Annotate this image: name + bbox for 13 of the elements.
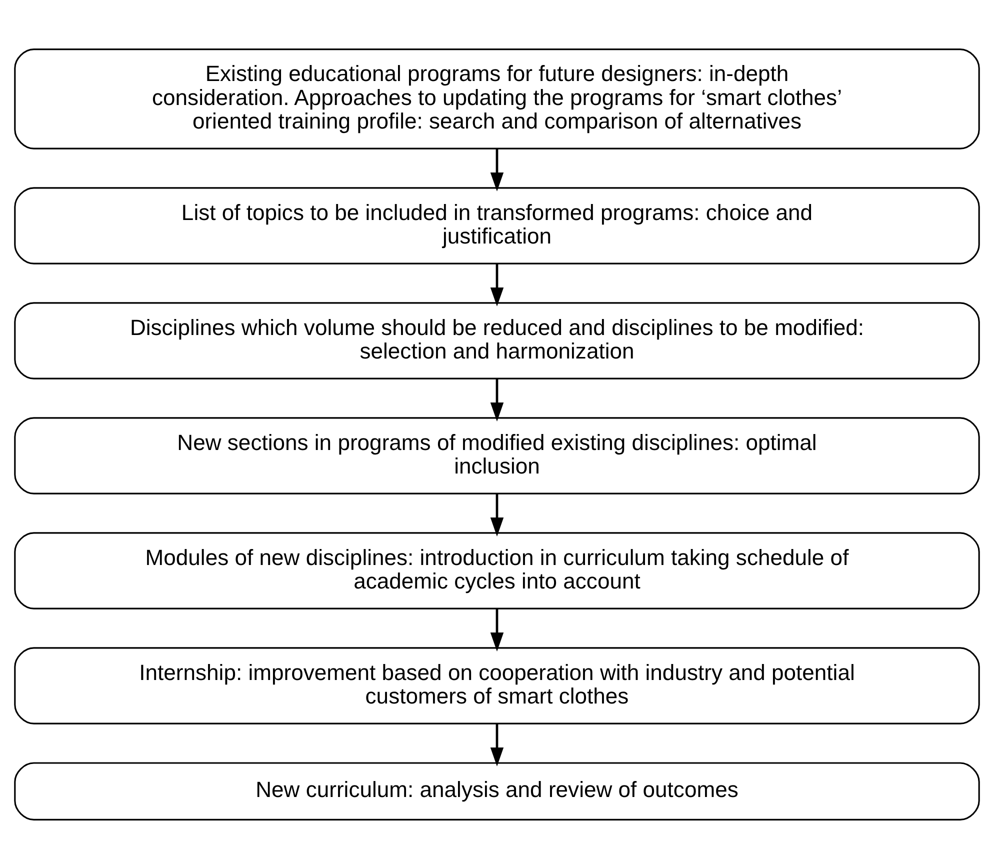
node-box: New curriculum: analysis and review of outcomes (14, 762, 980, 820)
node-box: Internship: improvement based on cooperation with industry and potential customers of smart clothes (14, 646, 980, 724)
arrow (490, 148, 504, 191)
node-box: List of topics to be included in transformed programs: choice and justification (14, 186, 980, 264)
node-box: Modules of new disciplines: introduction in curriculum taking schedule of academic cycles into account (14, 532, 980, 609)
node-box: Disciplines which volume should be reduced and disciplines to be modified: selection and harmonization (14, 302, 980, 379)
node-box: New sections in programs of modified existing disciplines: optimal inclusion (14, 416, 980, 494)
arrow (490, 378, 504, 421)
node-box: Existing educational programs for future designers: in-depth consideration. Approaches to updating the programs for ‘smart clothes’ oriented training profile: search and comparison of alternatives (14, 48, 980, 149)
arrow (490, 723, 504, 766)
arrow (490, 493, 504, 536)
arrow (490, 608, 504, 651)
arrow (490, 263, 504, 306)
